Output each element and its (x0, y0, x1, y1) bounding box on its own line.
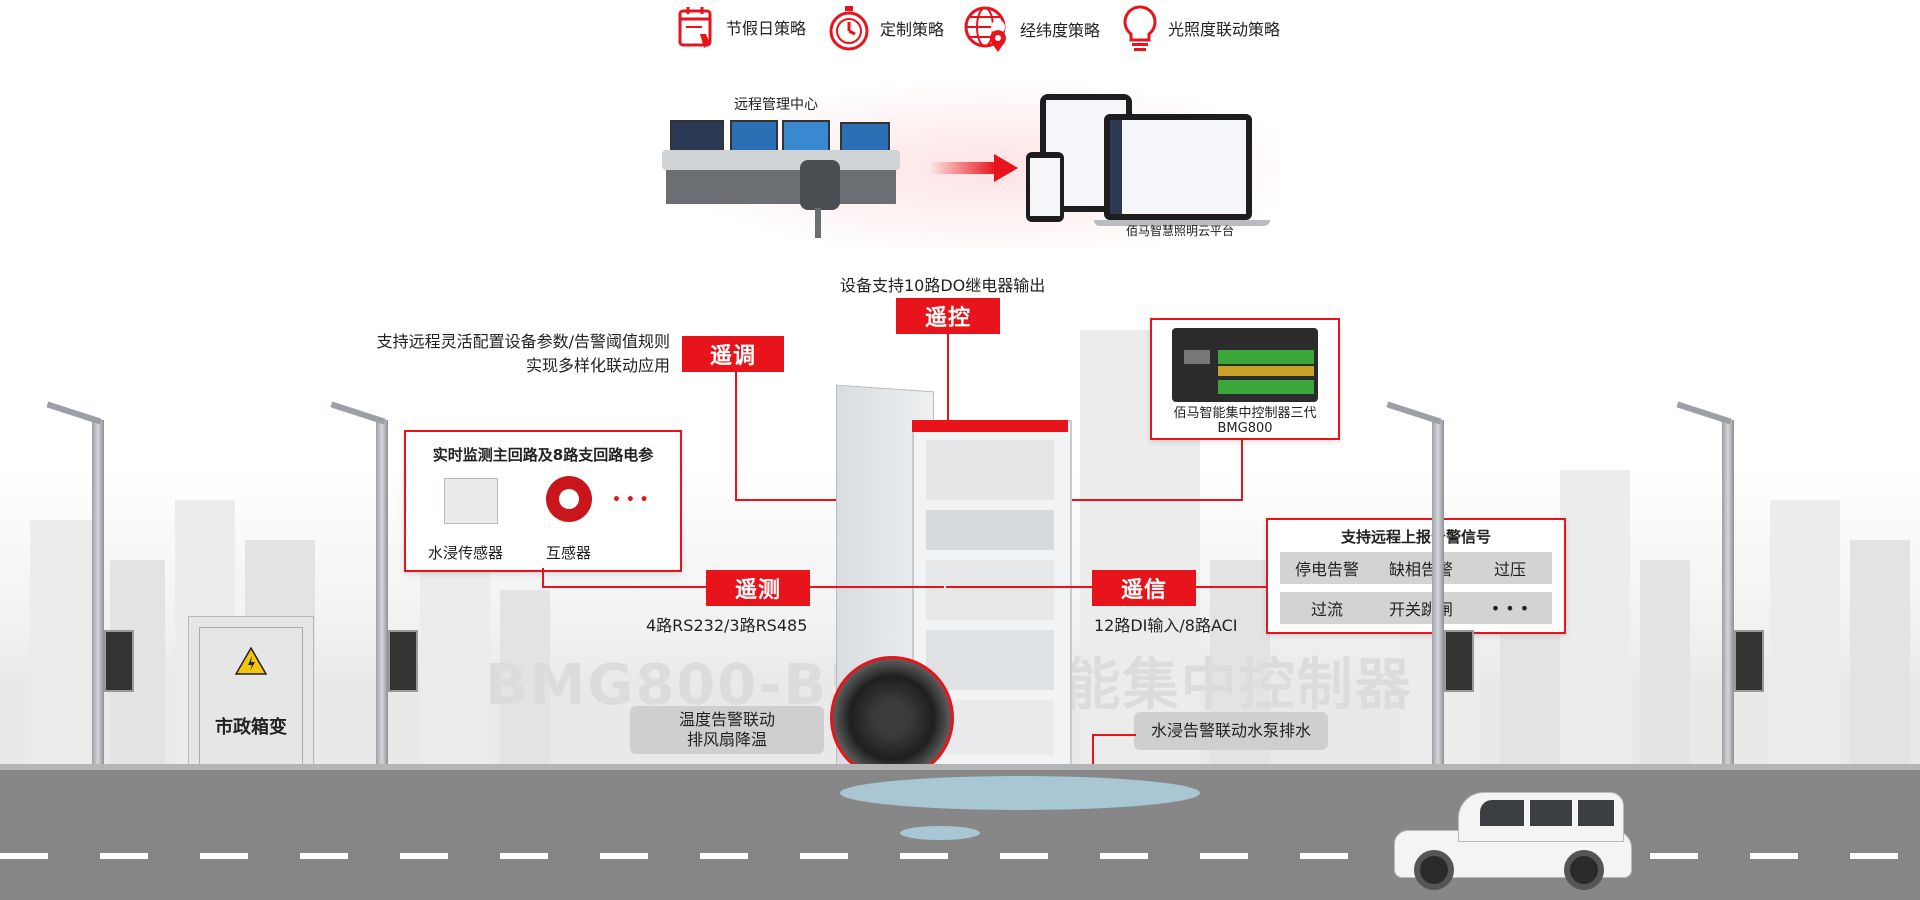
alarm-item: 过压 (1468, 552, 1552, 584)
water-puddle (840, 776, 1200, 810)
fan-note: 温度告警联动 排风扇降温 (630, 706, 824, 754)
pump-note: 水浸告警联动水泵排水 (1134, 712, 1328, 750)
tag-remote-control: 遥控 (896, 298, 1000, 334)
alarm-item: 缺相告警 (1374, 552, 1468, 584)
lightbulb-icon (1120, 4, 1160, 52)
remote-center-label: 远程管理中心 (734, 97, 818, 113)
calendar-icon (676, 4, 718, 50)
remote-adjust-note-line1: 支持远程灵活配置设备参数/告警阈值规则 (376, 332, 670, 351)
tag-remote-adjust: 遥调 (682, 336, 784, 372)
controller-label: 佰马智能集中控制器三代 BMG800 (1152, 406, 1338, 436)
fan-note-line1: 温度告警联动 (678, 710, 775, 729)
more-ellipsis: • • • (612, 492, 649, 508)
water-sensor-image (444, 478, 498, 524)
tag-remote-signal: 遥信 (1092, 570, 1196, 606)
transformer-label: 互感器 (546, 544, 592, 562)
cloud-platform-label: 佰马智慧照明云平台 (1126, 224, 1235, 238)
alarm-box: 支持远程上报告警信号 停电告警 缺相告警 过压 过流 开关跳闸 • • • (1266, 518, 1566, 634)
monitor-box: 实时监测主回路及8路支回路电参 • • • 水浸传感器 互感器 (404, 430, 682, 572)
stopwatch-icon (826, 4, 872, 52)
curb (0, 764, 1920, 772)
remote-adjust-note-line2: 实现多样化联动应用 (525, 356, 670, 375)
substation-box: 市政箱变 (188, 616, 314, 782)
transformer-image (546, 476, 592, 522)
measure-note: 4路RS232/3路RS485 (646, 616, 808, 635)
alarm-box-title: 支持远程上报告警信号 (1340, 528, 1491, 546)
fan-note-line2: 排风扇降温 (686, 730, 767, 749)
monitor-box-title: 实时监测主回路及8路支回路电参 (432, 446, 654, 464)
flow-arrow (930, 152, 1020, 188)
alarm-item: 开关跳闸 (1374, 592, 1468, 624)
fan-closeup (830, 656, 954, 780)
strategy-latlong: 经纬度策略 (962, 4, 1100, 54)
controller-label-line2: BMG800 (1217, 421, 1273, 436)
globe-pin-icon (962, 4, 1012, 54)
strategy-holiday: 节假日策略 (676, 4, 806, 50)
controller-image (1172, 328, 1318, 402)
connector-line (735, 372, 737, 500)
remote-adjust-note: 支持远程灵活配置设备参数/告警阈值规则 实现多样化联动应用 (340, 330, 670, 378)
water-sensor-label: 水浸传感器 (428, 544, 504, 562)
alarm-item: • • • (1468, 592, 1552, 624)
strategy-label: 定制策略 (880, 20, 945, 39)
controller-label-line1: 佰马智能集中控制器三代 (1173, 406, 1317, 421)
signal-note: 12路DI输入/8路ACI (1094, 616, 1238, 635)
warning-icon (234, 646, 268, 679)
substation-label: 市政箱变 (215, 717, 287, 738)
strategy-label: 光照度联动策略 (1168, 20, 1281, 39)
alarm-item: 停电告警 (1280, 552, 1374, 584)
controller-box: 佰马智能集中控制器三代 BMG800 (1150, 318, 1340, 440)
connector-line (1241, 426, 1243, 501)
do-output-label: 设备支持10路DO继电器输出 (840, 276, 1046, 295)
strategy-illuminance: 光照度联动策略 (1120, 4, 1280, 52)
water-puddle (900, 826, 980, 840)
strategy-label: 经纬度策略 (1020, 21, 1101, 40)
alarm-item: 过流 (1280, 592, 1374, 624)
connector-line (542, 568, 544, 586)
connector-line (947, 334, 949, 484)
strategy-label: 节假日策略 (726, 19, 807, 38)
tag-remote-measure: 遥测 (706, 570, 810, 606)
strategy-custom: 定制策略 (826, 4, 944, 52)
